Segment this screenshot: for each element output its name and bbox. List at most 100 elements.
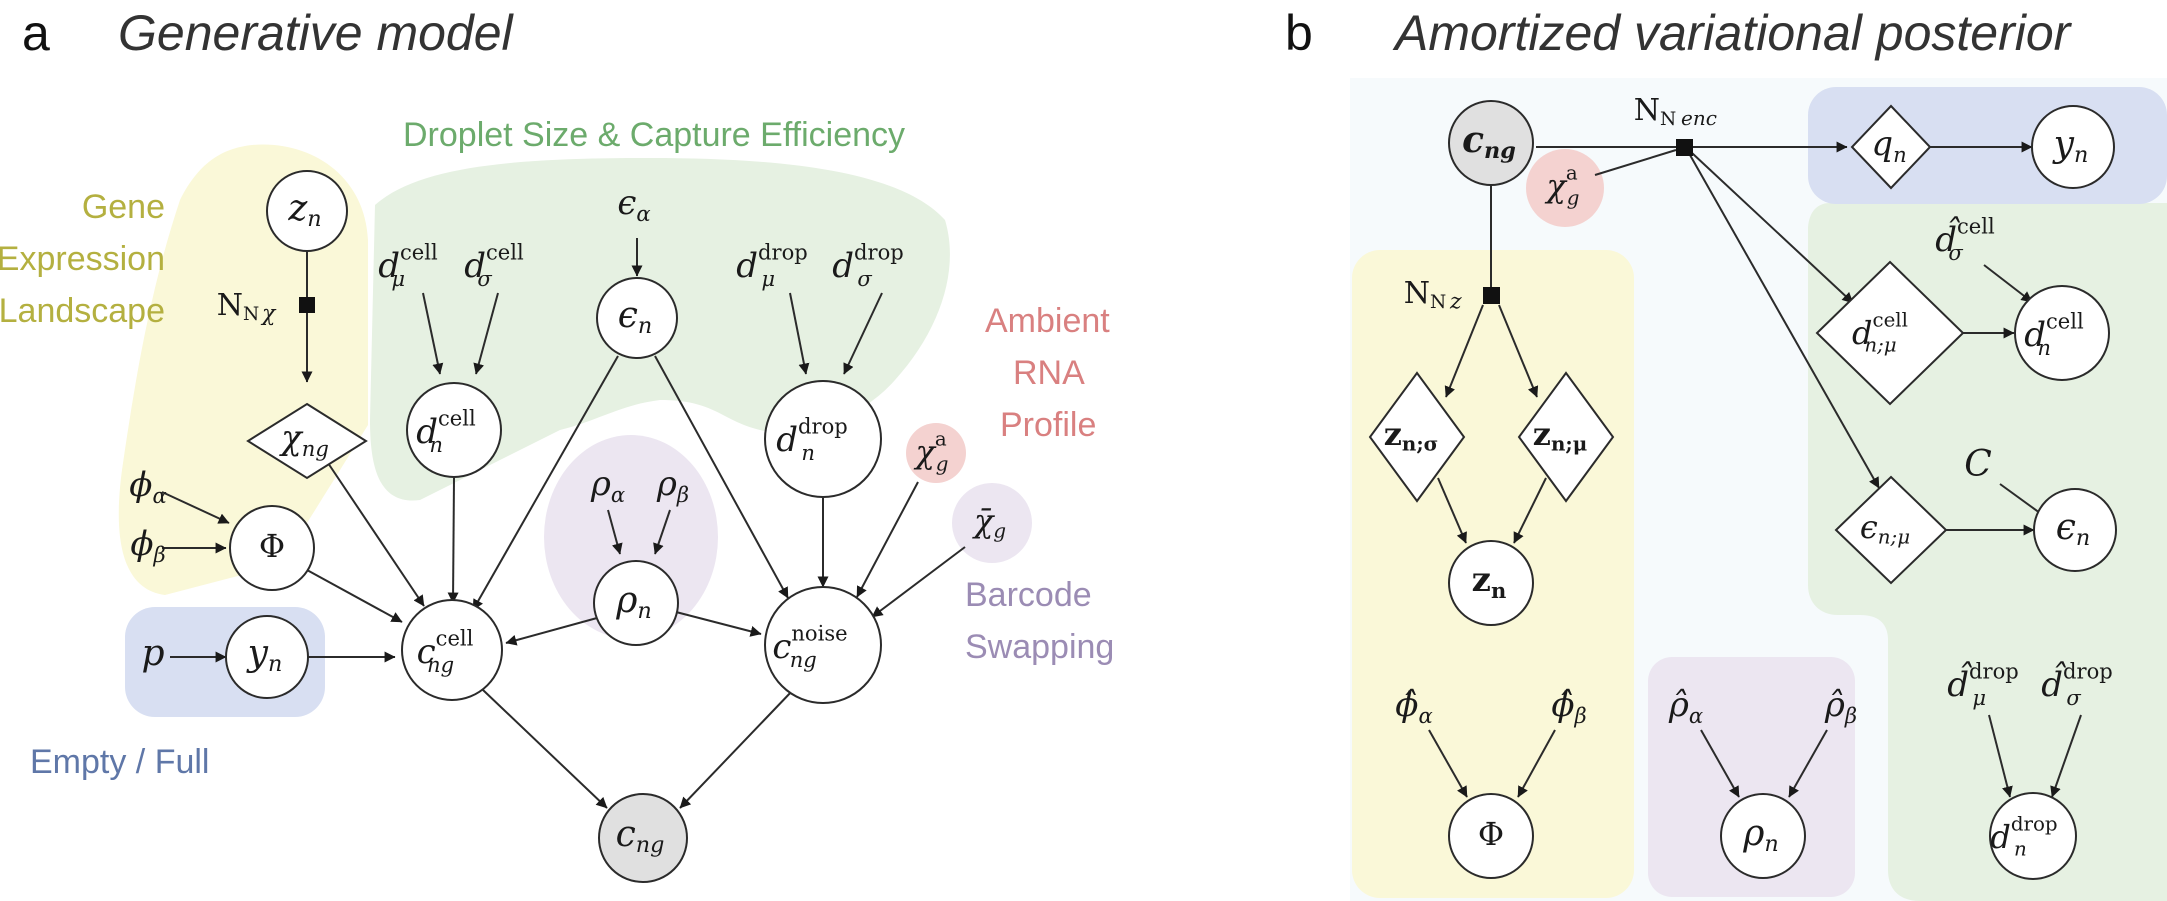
gene-label-line1: Gene	[82, 188, 165, 226]
label-phi-a: Φ	[259, 527, 285, 565]
factor-nn-z	[1483, 287, 1500, 304]
node-eps-n-a	[596, 277, 678, 359]
label-rho-alpha-a: ρα	[590, 464, 625, 507]
node-d-drop-b	[1989, 792, 2077, 880]
label-phi-alpha-b: ϕ̂α	[1395, 685, 1432, 728]
label-z-sigma: zn;σ	[1384, 415, 1439, 456]
label-nn-z: NN	[1404, 276, 1447, 313]
node-z-mu	[1517, 371, 1615, 503]
ambient-label-line3: Profile	[1000, 406, 1096, 444]
label-rho-beta-b: ρ̂β	[1824, 685, 1857, 728]
node-eps-n-b	[2033, 488, 2117, 572]
label-nn-enc-sub: enc	[1681, 106, 1717, 130]
ambient-input-region	[1526, 149, 1604, 227]
label-rho-n-b: ρn	[1742, 813, 1779, 857]
barcode-label-line1: Barcode	[965, 576, 1092, 614]
label-c-ng-a: cng	[616, 814, 665, 858]
label-phi-alpha: ϕα	[129, 465, 166, 508]
node-d-cell-b	[2014, 285, 2110, 381]
label-eps-mu: ϵn;μ	[1860, 508, 1910, 548]
node-c-cell	[401, 599, 503, 701]
label-phi-b: Φ	[1478, 815, 1504, 853]
node-z-n-b	[1448, 540, 1534, 626]
node-y-n-b	[2031, 105, 2115, 189]
label-chi-bar: χ̄g	[972, 502, 1006, 542]
label-y-n-a: yn	[246, 633, 283, 677]
panel-a-edges	[161, 238, 966, 809]
label-phi-beta: ϕβ	[130, 524, 165, 567]
label-nn-chi: NN	[217, 288, 260, 325]
panel-b-edges	[1428, 141, 2082, 798]
label-nn-z-sub: z	[1449, 290, 1462, 315]
label-C: C	[1964, 444, 1992, 485]
label-nn-enc: NN	[1634, 93, 1677, 130]
factor-nn-chi	[299, 297, 315, 313]
droplet-label: Droplet Size & Capture Efficiency	[403, 116, 905, 154]
barcode-label-line2: Swapping	[965, 628, 1114, 666]
factor-nn-enc	[1676, 139, 1693, 156]
panel-a-title: Generative model	[118, 5, 515, 61]
node-c-noise	[764, 586, 882, 704]
ambient-label-line2: RNA	[1013, 354, 1085, 392]
node-rho-n-b	[1720, 793, 1806, 879]
label-rho-beta-a: ρβ	[656, 464, 689, 507]
barcode-bar-region	[952, 483, 1032, 563]
label-c-ng-b: cng	[1462, 119, 1516, 164]
panel-b-header: b Amortized variational posterior	[1285, 5, 2073, 61]
node-phi-b	[1448, 793, 1534, 879]
panel-b-regions	[1350, 78, 2167, 901]
ambient-label-line1: Ambient	[985, 302, 1110, 340]
label-p: p	[141, 633, 164, 674]
label-eps-n-a: ϵn	[618, 295, 653, 339]
label-chi-ng: χng	[279, 418, 329, 461]
panel-a-header: a Generative model	[22, 5, 515, 61]
label-eps-alpha: ϵα	[617, 183, 650, 226]
label-z-mu: zn;μ	[1533, 415, 1587, 456]
gene-expression-region	[118, 144, 368, 595]
node-d-drop-a	[764, 380, 882, 498]
panel-b-letter: b	[1285, 5, 1313, 61]
ambient-rna-region	[906, 423, 966, 483]
label-nn-chi-sub: χ	[260, 302, 277, 327]
node-d-cell-mu	[1815, 260, 1965, 406]
label-q-n: qn	[1871, 124, 1906, 167]
node-c-ng-b	[1448, 100, 1534, 186]
label-z-n-b: zn	[1472, 560, 1507, 603]
panel-a-letter: a	[22, 5, 50, 61]
label-z-n-a: zn	[287, 188, 321, 232]
node-c-ng-a	[598, 793, 688, 883]
label-y-n-b: yn	[2052, 124, 2089, 168]
node-d-cell-a	[406, 382, 502, 478]
label-phi-beta-b: ϕ̂β	[1551, 685, 1586, 728]
panel-a-nodes	[225, 170, 882, 883]
panel-b-title: Amortized variational posterior	[1392, 5, 2073, 61]
node-phi	[229, 505, 315, 591]
node-z-sigma	[1368, 371, 1466, 503]
node-y-n-a	[225, 615, 309, 699]
gene-label-line2: Expression	[0, 240, 165, 278]
gene-label-line3: Landscape	[0, 292, 165, 330]
node-rho-n-a	[593, 560, 679, 646]
node-q-n	[1850, 104, 1932, 190]
label-eps-n-b: ϵn	[2056, 507, 2091, 551]
panel-b-nodes	[1368, 100, 2117, 880]
empty-full-label: Empty / Full	[30, 743, 209, 781]
node-z-n	[266, 170, 348, 252]
